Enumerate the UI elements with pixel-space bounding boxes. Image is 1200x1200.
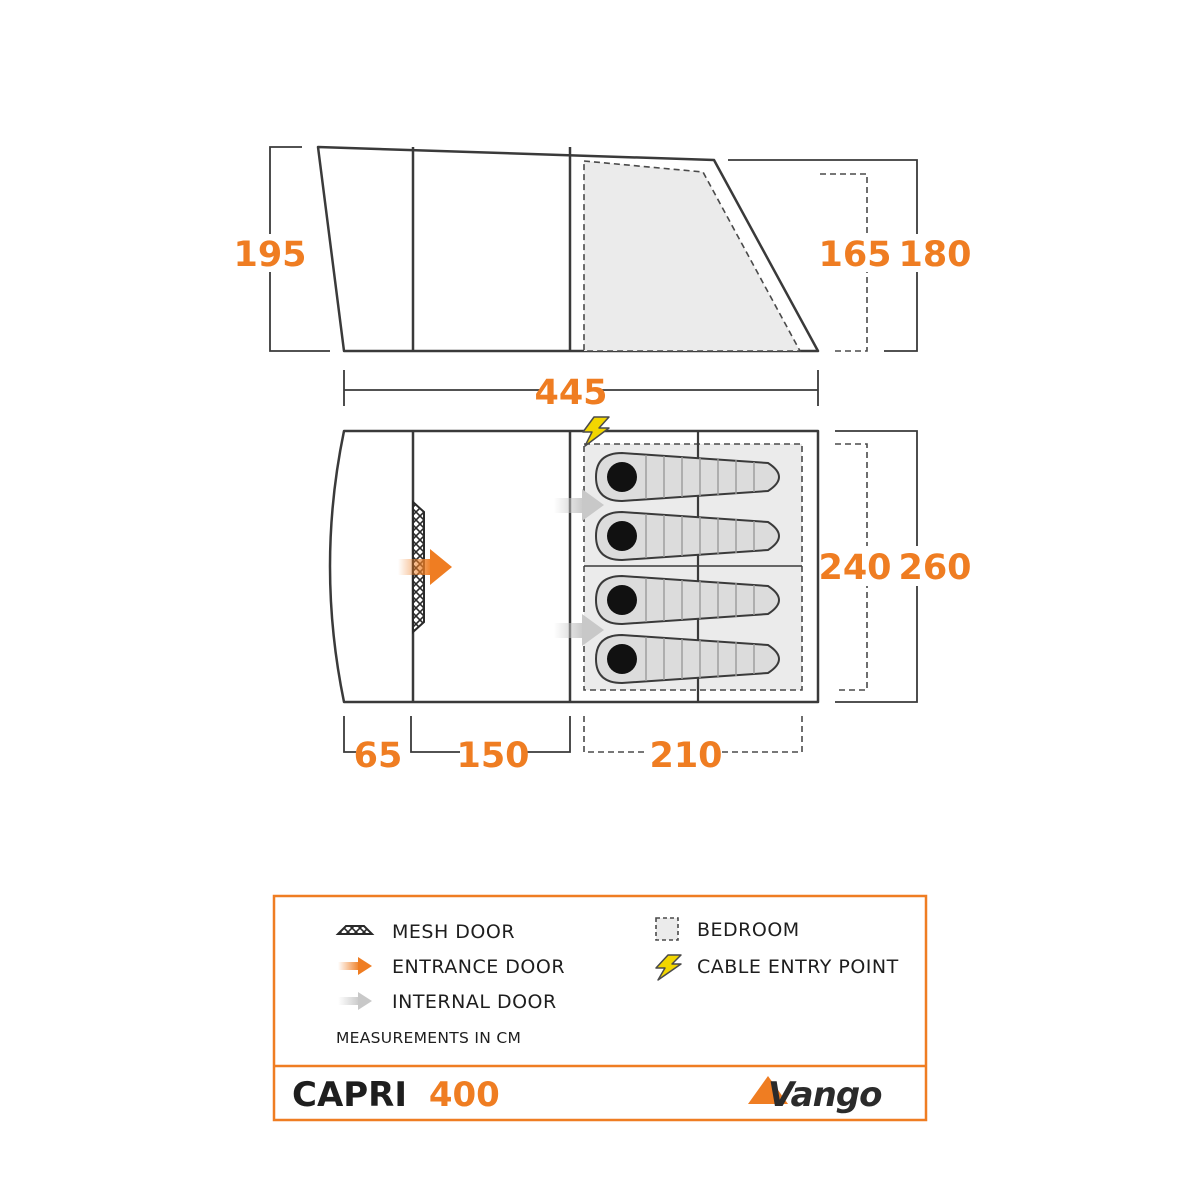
dim-length-445: 445 [534, 373, 607, 413]
dim-depth-65: 65 [354, 736, 403, 776]
brand-name: Vango [768, 1075, 882, 1115]
legend-bedroom: BEDROOM [697, 919, 800, 941]
dim-depth-210: 210 [649, 736, 722, 776]
internal-arrow-icon [554, 489, 604, 521]
dim-height-180: 180 [898, 235, 971, 275]
legend-internal-door: INTERNAL DOOR [392, 991, 557, 1013]
dim-height-165: 165 [818, 235, 891, 275]
lightning-icon [655, 954, 682, 981]
model-number: 400 [429, 1075, 500, 1115]
lightning-icon [582, 416, 610, 447]
dim-bracket-150 [410, 716, 571, 753]
measurements-note: MEASUREMENTS IN CM [336, 1029, 521, 1047]
model-name: CAPRI 400 [292, 1075, 500, 1115]
bedroom-side-panel [583, 160, 802, 352]
legend-mesh-door: MESH DOOR [392, 921, 515, 943]
dim-bracket-210 [583, 716, 803, 753]
floor-plan: 240 260 65 150 210 [328, 416, 972, 776]
legend-box: MESH DOOR ENTRANCE DOOR INTERNAL DOOR ME… [272, 894, 928, 1122]
entrance-arrow-icon [338, 957, 372, 975]
dim-width-260: 260 [898, 548, 971, 588]
internal-arrow-icon [338, 992, 372, 1010]
dim-width-240: 240 [818, 548, 891, 588]
internal-arrow-icon [554, 614, 604, 646]
dim-depth-150: 150 [456, 736, 529, 776]
mesh-door-icon [335, 925, 375, 935]
legend-cable-entry: CABLE ENTRY POINT [697, 956, 899, 978]
bedroom-swatch-icon [655, 917, 679, 941]
model-name-text: CAPRI [292, 1075, 407, 1115]
dim-bracket-65 [343, 716, 356, 753]
legend-entrance-door: ENTRANCE DOOR [392, 956, 565, 978]
entrance-arrow-icon [398, 549, 452, 585]
dim-height-195: 195 [233, 235, 306, 275]
side-elevation: 195 165 180 445 [233, 145, 972, 413]
vango-logo-icon: Vango [748, 1075, 883, 1115]
dim-bracket-445 [343, 370, 819, 406]
